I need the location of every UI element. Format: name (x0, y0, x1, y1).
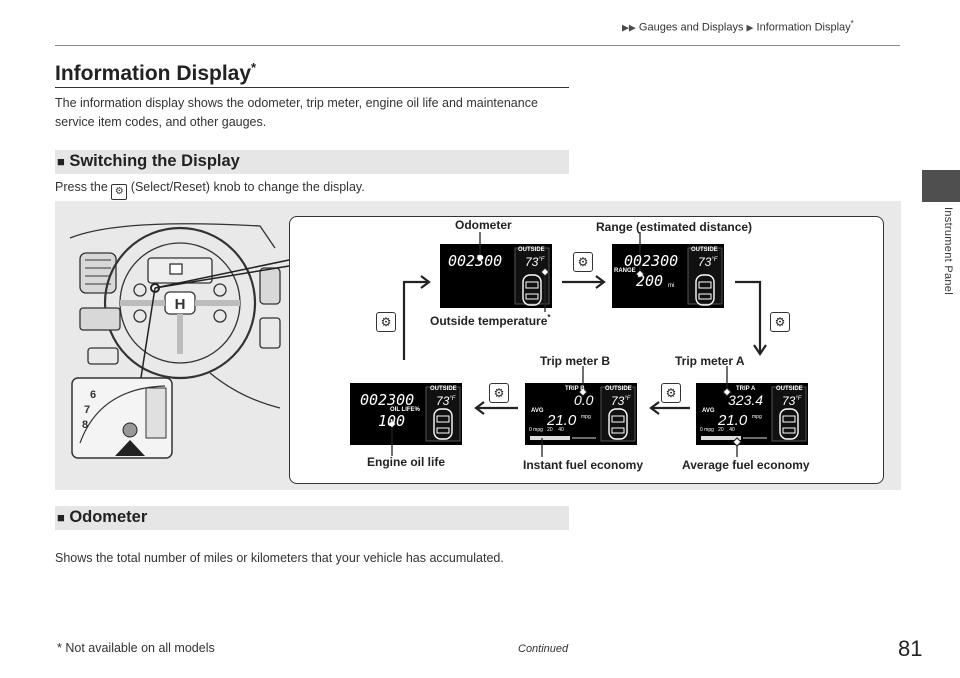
oil-odometer-value: 002300 (360, 391, 415, 409)
breadcrumb-item-gauges[interactable]: Gauges and Displays (638, 21, 744, 34)
trip-b-label: TRIP B (565, 386, 585, 392)
knob-icon: ⚙ (376, 312, 396, 332)
avg-value-b: 21.0 (547, 412, 577, 429)
title-rule (55, 87, 569, 88)
page-title: Information Display* (55, 60, 256, 86)
avg-value-a: 21.0 (718, 412, 748, 429)
label-outside-temp: Outside temperature* (430, 313, 551, 328)
section-heading-text: Switching the Display (69, 152, 240, 170)
temp-value-4: 73°F (611, 394, 631, 408)
mpg-a: mpg (752, 414, 762, 420)
range-odometer-value: 002300 (624, 252, 679, 270)
outside-label-5: OUTSIDE (430, 386, 457, 392)
scale-b: 0 mpg 20 40 (529, 427, 564, 433)
section-marker-icon: ■ (57, 510, 65, 525)
outside-label-4: OUTSIDE (605, 386, 632, 392)
range-label: RANGE (614, 268, 636, 274)
section-marker-icon: ■ (57, 154, 65, 169)
svg-text:7: 7 (84, 404, 90, 416)
outside-label: OUTSIDE (518, 247, 545, 253)
svg-text:H: H (175, 296, 186, 313)
footnote: * Not available on all models (57, 641, 215, 655)
oil-label: OIL LIFE% (390, 407, 420, 413)
temp-value: 73°F (525, 255, 545, 269)
label-trip-b: Trip meter B (540, 354, 611, 368)
section-heading-odometer: ■ Odometer (55, 506, 569, 530)
breadcrumb-star: * (850, 19, 854, 28)
knob-icon: ⚙ (573, 252, 593, 272)
trip-a-label: TRIP A (736, 386, 756, 392)
trip-a-value: 323.4 (728, 392, 764, 408)
dashboard-illustration: H 6 7 8 (69, 223, 290, 459)
label-engine-oil: Engine oil life (367, 455, 446, 469)
svg-text:8: 8 (82, 419, 88, 431)
label-odometer: Odometer (455, 218, 512, 232)
knob-icon: ⚙ (489, 383, 509, 403)
press-text-after: (Select/Reset) knob to change the displa… (130, 180, 365, 194)
svg-text:6: 6 (90, 389, 96, 401)
label-instant-fuel: Instant fuel economy (523, 458, 644, 472)
header-rule (55, 45, 900, 46)
press-text-before: Press the (55, 180, 108, 194)
odometer-description: Shows the total number of miles or kilom… (55, 551, 504, 565)
breadcrumb: ▶▶ Gauges and Displays ▶ Information Dis… (622, 19, 854, 34)
avg-label-a: AVG (702, 408, 715, 414)
page-title-text: Information Display (55, 62, 252, 85)
breadcrumb-item-information-display[interactable]: Information Display (756, 21, 851, 34)
label-trip-a: Trip meter A (675, 354, 745, 368)
range-unit: mi (668, 283, 675, 289)
oil-value: 100 (378, 412, 406, 430)
chapter-tab-label: Instrument Panel (942, 207, 954, 295)
select-reset-knob-icon: ⚙ (111, 184, 128, 200)
label-range: Range (estimated distance) (596, 220, 753, 234)
page-number: 81 (898, 636, 923, 661)
temp-value-3: 73°F (782, 394, 802, 408)
scale-a: 0 mpg 20 40 (700, 427, 735, 433)
outside-label-2: OUTSIDE (691, 247, 718, 253)
press-instruction: Press the ⚙ (Select/Reset) knob to chang… (55, 180, 365, 200)
breadcrumb-arrow-icon: ▶ (746, 22, 754, 33)
trip-b-value: 0.0 (574, 392, 594, 408)
outside-label-3: OUTSIDE (776, 386, 803, 392)
section-heading-text: Odometer (69, 508, 148, 526)
odometer-value: 002300 (448, 252, 503, 270)
intro-paragraph: The information display shows the odomet… (55, 96, 538, 129)
range-value: 200 (636, 272, 664, 290)
continued-label: Continued (518, 643, 569, 655)
mpg-b: mpg (581, 414, 591, 420)
temp-value-2: 73°F (698, 255, 718, 269)
breadcrumb-arrow-icon: ▶▶ (622, 22, 636, 33)
label-average-fuel: Average fuel economy (682, 458, 810, 472)
section-heading-switching: ■ Switching the Display (55, 150, 569, 174)
knob-icon: ⚙ (770, 312, 790, 332)
chapter-tab[interactable] (922, 170, 960, 202)
temp-value-5: 73°F (436, 394, 456, 408)
display-screens (350, 232, 808, 457)
knob-icon: ⚙ (661, 383, 681, 403)
avg-label-b: AVG (531, 408, 544, 414)
page-title-star: * (251, 60, 257, 75)
